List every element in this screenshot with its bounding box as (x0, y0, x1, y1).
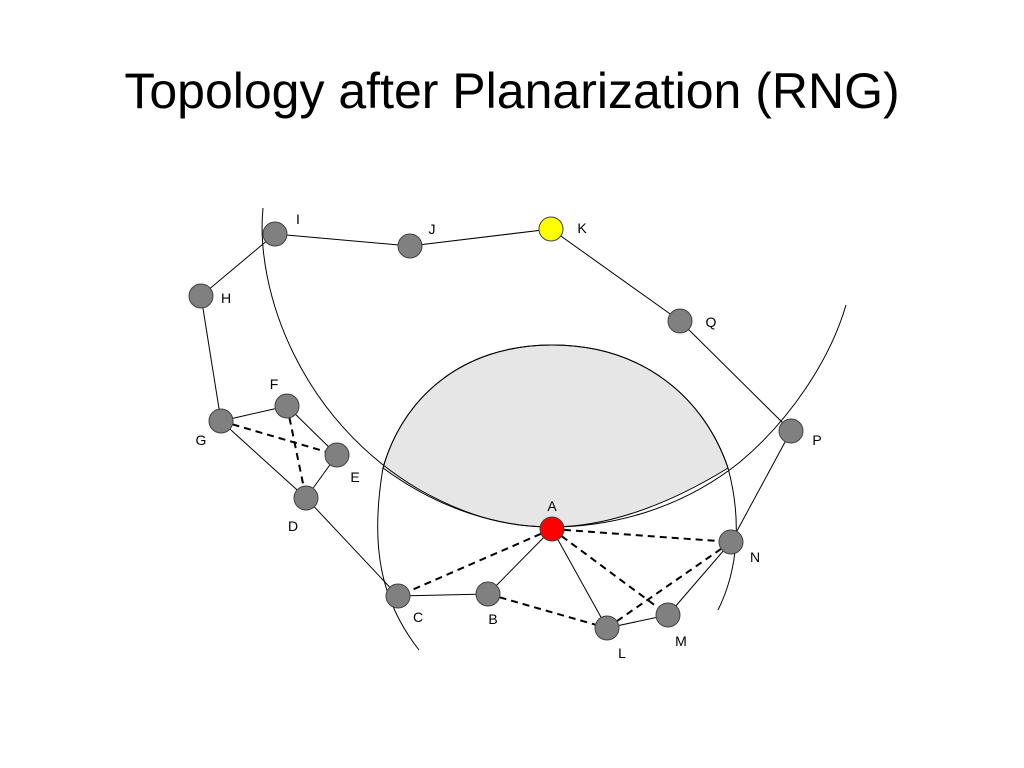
node-label-k: K (577, 220, 587, 236)
edge-c-b (397, 593, 489, 597)
edge-g-d (220, 420, 307, 499)
node-label-n: N (750, 549, 760, 565)
node-q (667, 308, 693, 334)
node-label-a: A (547, 498, 557, 514)
edge-d-c (305, 497, 399, 597)
edge-n-p (730, 430, 792, 543)
edge-m-n (667, 541, 732, 616)
node-n (718, 529, 744, 555)
node-label-p: P (812, 432, 821, 448)
edge-b-l-dashed (487, 593, 608, 629)
edge-j-k (409, 228, 552, 247)
edge-l-n-dashed (606, 541, 732, 629)
edge-i-j (274, 233, 411, 247)
edge-b-a (487, 528, 553, 595)
node-label-i: I (296, 211, 300, 227)
node-i (262, 221, 288, 247)
edge-h-g (200, 295, 222, 422)
node-a (539, 516, 565, 542)
node-d (293, 485, 319, 511)
node-label-d: D (288, 518, 298, 534)
right-arc (377, 344, 737, 651)
node-l (594, 615, 620, 641)
arc-layer (261, 207, 847, 651)
node-label-f: F (270, 376, 279, 392)
edge-a-l (551, 528, 608, 629)
node-b (475, 581, 501, 607)
node-f (274, 393, 300, 419)
edge-a-n-dashed (551, 528, 732, 543)
edge-a-c-dashed (397, 528, 553, 597)
slide-title: Topology after Planarization (RNG) (124, 63, 900, 119)
node-label-c: C (413, 609, 423, 625)
node-h (188, 283, 214, 309)
edge-q-p (679, 320, 792, 432)
edge-a-m-dashed (551, 528, 669, 616)
node-c (385, 583, 411, 609)
edge-g-e-dashed (220, 420, 338, 456)
node-p (778, 418, 804, 444)
edge-f-d-dashed (286, 405, 307, 499)
node-label-q: Q (706, 314, 717, 330)
node-g (208, 408, 234, 434)
node-label-l: L (618, 645, 626, 661)
node-layer: A B C D E F G H I J K L M N P Q (188, 211, 822, 661)
node-k (538, 216, 564, 242)
node-j (397, 233, 423, 259)
node-label-g: G (196, 432, 207, 448)
edge-k-q (550, 228, 681, 322)
node-m (655, 602, 681, 628)
edge-i-h (200, 233, 276, 297)
node-label-h: H (221, 290, 231, 306)
node-e (324, 442, 350, 468)
node-label-b: B (488, 611, 497, 627)
node-label-m: M (675, 633, 687, 649)
node-label-e: E (350, 469, 359, 485)
node-label-j: J (429, 221, 436, 237)
